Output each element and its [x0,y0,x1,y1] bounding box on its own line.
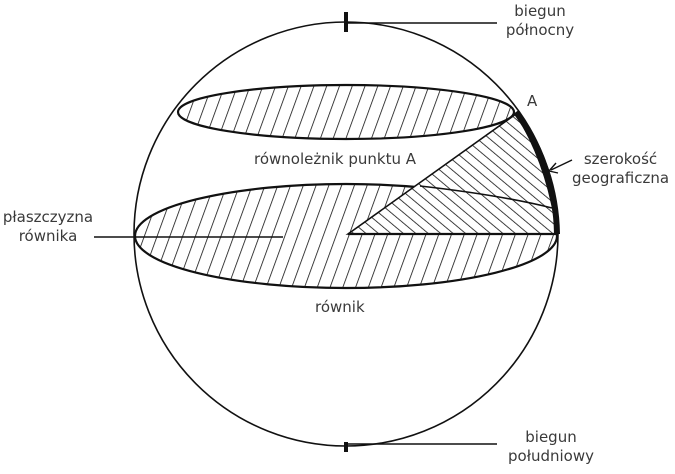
south-pole-label: biegun południowy [508,428,594,465]
north-pole-label: biegun północny [505,2,575,39]
latitude-angle-sector [345,112,558,236]
latitude-arrow-icon [547,159,573,174]
point-a-label: A [527,92,538,110]
latitude-arc [513,110,560,235]
parallel-ellipse [176,83,516,141]
equator-plane-label: płaszczyzna równika [2,208,94,245]
equator-label: równik [315,298,365,316]
latitude-label: szerokość geograficzna [571,150,670,187]
parallel-label: równoleżnik punktu A [254,150,417,168]
